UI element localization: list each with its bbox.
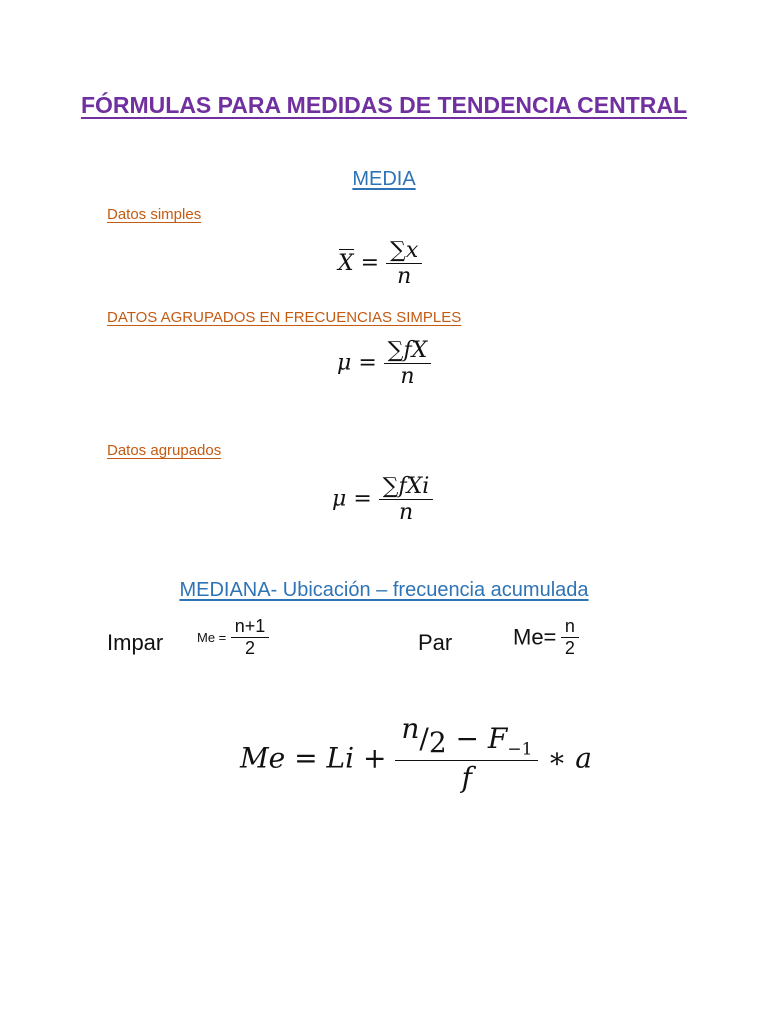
- fraction: n/2 − F−1 f: [395, 712, 539, 794]
- n-symbol: n: [401, 712, 420, 745]
- datos-simples-label: Datos simples: [107, 206, 202, 223]
- equals-sign: =: [353, 486, 372, 512]
- media-heading: MEDIA: [0, 168, 768, 191]
- denominator: 2: [560, 637, 579, 659]
- formula-lhs: μ: [332, 486, 347, 512]
- subscript: −1: [507, 739, 533, 760]
- denominator: n: [378, 499, 434, 525]
- x-bar: X: [338, 248, 354, 276]
- media-heading-text: MEDIA: [352, 168, 416, 190]
- impar-label: Impar: [107, 630, 164, 655]
- denominator: n: [383, 363, 432, 389]
- formula-media-frecuencias: μ = ∑fX n: [337, 338, 432, 389]
- numerator: ∑fXi: [382, 474, 430, 499]
- numerator: n+1: [234, 616, 266, 636]
- formula-lhs: X: [338, 250, 354, 276]
- formula-media-simple: X = ∑x n: [338, 238, 423, 289]
- mediana-heading-text: MEDIANA- Ubicación – frecuencia acumulad…: [179, 579, 589, 601]
- formula-mediana-agrupados: Me = Li + n/2 − F−1 f ∗ a: [240, 712, 592, 794]
- formula-media-agrupados: μ = ∑fXi n: [332, 474, 434, 525]
- denominator: f: [395, 759, 539, 794]
- fraction: ∑fXi n: [378, 474, 434, 525]
- fraction: ∑x n: [386, 238, 423, 289]
- denominator: n: [386, 263, 423, 289]
- numerator: ∑fX: [387, 338, 428, 363]
- times-a: ∗ a: [547, 741, 592, 775]
- fraction: n+1 2: [230, 616, 270, 659]
- slash: /: [419, 722, 429, 755]
- formula-mediana-par: Me= n 2: [513, 616, 579, 659]
- two-symbol: 2: [428, 726, 447, 759]
- datos-agrupados-label: Datos agrupados: [107, 442, 222, 459]
- equals-sign: =: [360, 250, 380, 276]
- minus-f: − F: [455, 722, 508, 755]
- datos-agrupados-frecuencias-label: DATOS AGRUPADOS EN FRECUENCIAS SIMPLES: [107, 309, 462, 326]
- numerator: n: [564, 616, 575, 636]
- numerator: n/2 − F−1: [395, 712, 538, 760]
- fraction: n 2: [560, 616, 579, 659]
- equals-sign: =: [358, 350, 377, 376]
- fraction: ∑fX n: [383, 338, 432, 389]
- formula-lhs: Me = Li +: [240, 741, 387, 775]
- mediana-heading: MEDIANA- Ubicación – frecuencia acumulad…: [0, 579, 768, 602]
- me-label: Me =: [197, 630, 227, 645]
- denominator: 2: [230, 637, 270, 659]
- numerator: ∑x: [390, 238, 419, 263]
- page-title: FÓRMULAS PARA MEDIDAS DE TENDENCIA CENTR…: [80, 92, 688, 118]
- formula-lhs: μ: [337, 350, 352, 376]
- me-label: Me=: [513, 624, 557, 650]
- par-label: Par: [418, 630, 453, 655]
- bar-mark: [339, 248, 354, 250]
- formula-mediana-impar: Me = n+1 2: [197, 616, 270, 659]
